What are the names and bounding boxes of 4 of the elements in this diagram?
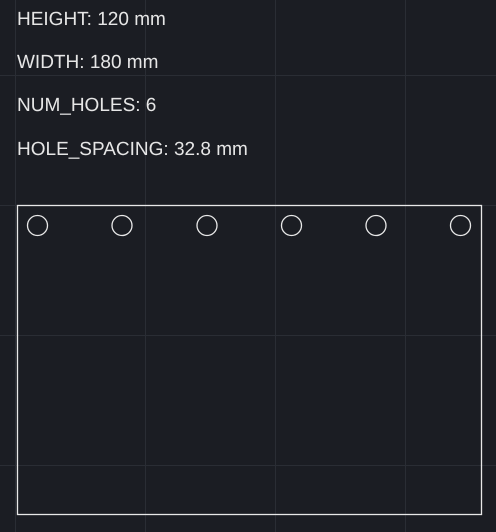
dimension-text: WIDTH: 180 mm [17, 52, 158, 74]
dimension-text: HEIGHT: 120 mm [17, 9, 166, 31]
dimension-text: NUM_HOLES: 6 [17, 95, 156, 117]
dimension-text: HOLE_SPACING: 32.8 mm [17, 139, 248, 161]
